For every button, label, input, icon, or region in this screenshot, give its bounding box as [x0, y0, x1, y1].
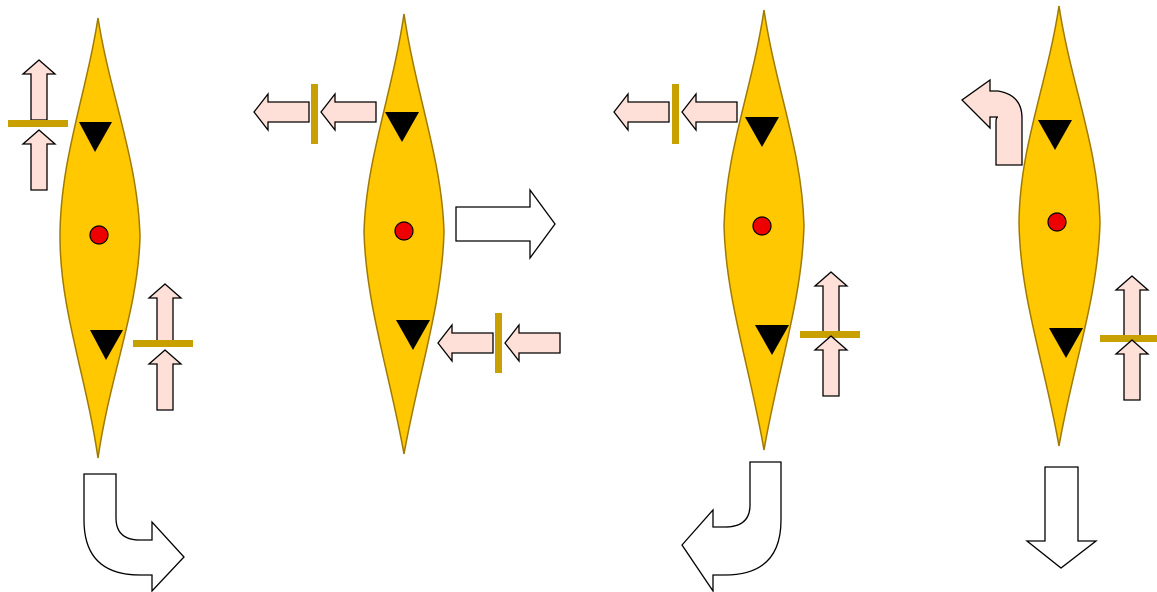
force-arrow-left: [437, 324, 494, 362]
lower-marker: [755, 325, 789, 355]
barrier-bar: [495, 313, 502, 373]
force-arrow-up: [814, 335, 848, 397]
force-arrow-up: [22, 129, 56, 191]
pivot-dot: [89, 225, 109, 245]
upper-marker: [745, 117, 779, 147]
lower-marker: [396, 320, 430, 350]
upper-marker: [79, 122, 112, 152]
pivot-dot: [394, 221, 414, 241]
lower-marker: [1049, 328, 1083, 358]
force-arrow-up: [148, 283, 182, 345]
panel-1: [8, 17, 193, 592]
motion-arrow-right: [455, 188, 556, 260]
force-arrow-left: [504, 324, 561, 362]
barrier-bar: [8, 120, 68, 127]
panel-2: [253, 13, 561, 455]
panel-3: [613, 9, 860, 592]
force-arrow-up: [1115, 339, 1149, 401]
force-arrow-up: [814, 271, 848, 333]
motion-arrow-curved: [83, 473, 185, 592]
force-arrow-curved: [960, 78, 1023, 166]
panel-4: [960, 5, 1157, 569]
force-arrow-up: [22, 59, 56, 121]
force-arrow-left: [320, 93, 377, 131]
pivot-dot: [1047, 212, 1067, 232]
barrier-bar: [133, 340, 193, 347]
force-arrow-left: [681, 93, 738, 131]
lower-marker: [90, 330, 123, 360]
barrier-bar: [800, 331, 860, 338]
barrier-bar: [672, 84, 679, 144]
force-arrow-left: [253, 93, 310, 131]
motion-arrow-down: [1025, 466, 1098, 569]
pivot-dot: [752, 216, 772, 236]
motion-arrow-curved: [681, 461, 782, 592]
upper-marker: [385, 112, 419, 142]
upper-marker: [1038, 120, 1072, 150]
barrier-bar: [311, 84, 318, 144]
force-arrow-up: [1115, 275, 1149, 337]
force-arrow-up: [148, 349, 182, 411]
barrier-bar: [1100, 335, 1157, 342]
force-arrow-left: [613, 93, 670, 131]
